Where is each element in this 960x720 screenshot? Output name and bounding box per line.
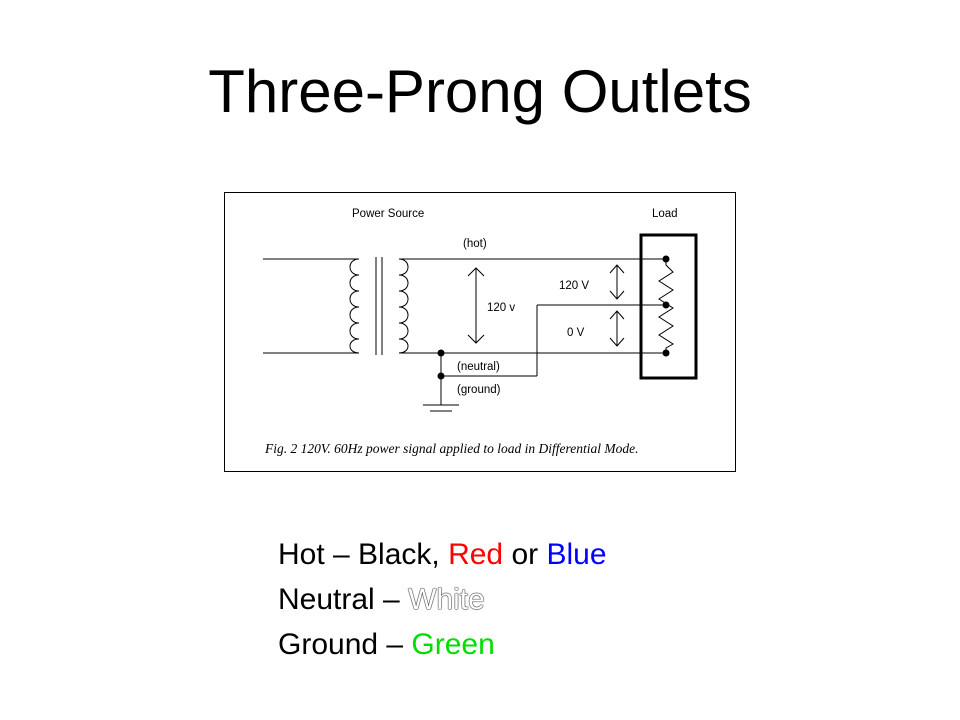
hot-label: (hot) [463, 238, 487, 250]
load-label: Load [652, 208, 678, 220]
legend-hot-blue: Blue [546, 538, 607, 571]
legend-hot-black: Black, [358, 538, 449, 571]
load-neutral-terminal-dot [662, 349, 670, 357]
neutral-ground-junction-dot [437, 349, 445, 357]
legend-hot-label: Hot – [278, 538, 359, 571]
legend-hot-or: or [503, 538, 547, 571]
legend-hot-red: Red [448, 538, 504, 571]
neutral-label: (neutral) [457, 361, 500, 373]
legend-ground-label: Ground – [278, 628, 412, 661]
load-ground-voltage-label: 0 V [567, 327, 585, 339]
legend-neutral-label: Neutral – [278, 583, 409, 616]
ground-junction-dot [437, 372, 445, 380]
ground-label: (ground) [457, 384, 501, 396]
figure-caption: Fig. 2 120V. 60Hz power signal applied t… [265, 441, 639, 456]
wire-color-legend: Hot – Black, Red or Blue Neutral – White… [278, 532, 607, 667]
load-box [639, 233, 698, 380]
legend-ground-green: Green [411, 628, 495, 661]
power-source-label: Power Source [352, 208, 424, 220]
slide-title: Three-Prong Outlets [208, 58, 752, 125]
primary-coil [345, 258, 360, 354]
load-ground-terminal-dot [662, 301, 670, 309]
legend-hot-line: Hot – Black, Red or Blue [278, 532, 607, 577]
secondary-coil [398, 258, 409, 354]
load-hot-terminal-dot [662, 255, 670, 263]
legend-ground-line: Ground – Green [278, 622, 607, 667]
legend-neutral-line: Neutral – White [278, 577, 607, 622]
source-voltage-label: 120 v [487, 302, 515, 314]
circuit-diagram-svg: Power Source Load (hot) 120 v 120 V 0 V … [263, 208, 698, 412]
load-resistor [658, 259, 674, 353]
circuit-diagram: Power Source Load (hot) 120 v 120 V 0 V … [224, 192, 736, 472]
legend-neutral-white: White [408, 583, 485, 616]
load-hot-voltage-label: 120 V [559, 280, 589, 292]
